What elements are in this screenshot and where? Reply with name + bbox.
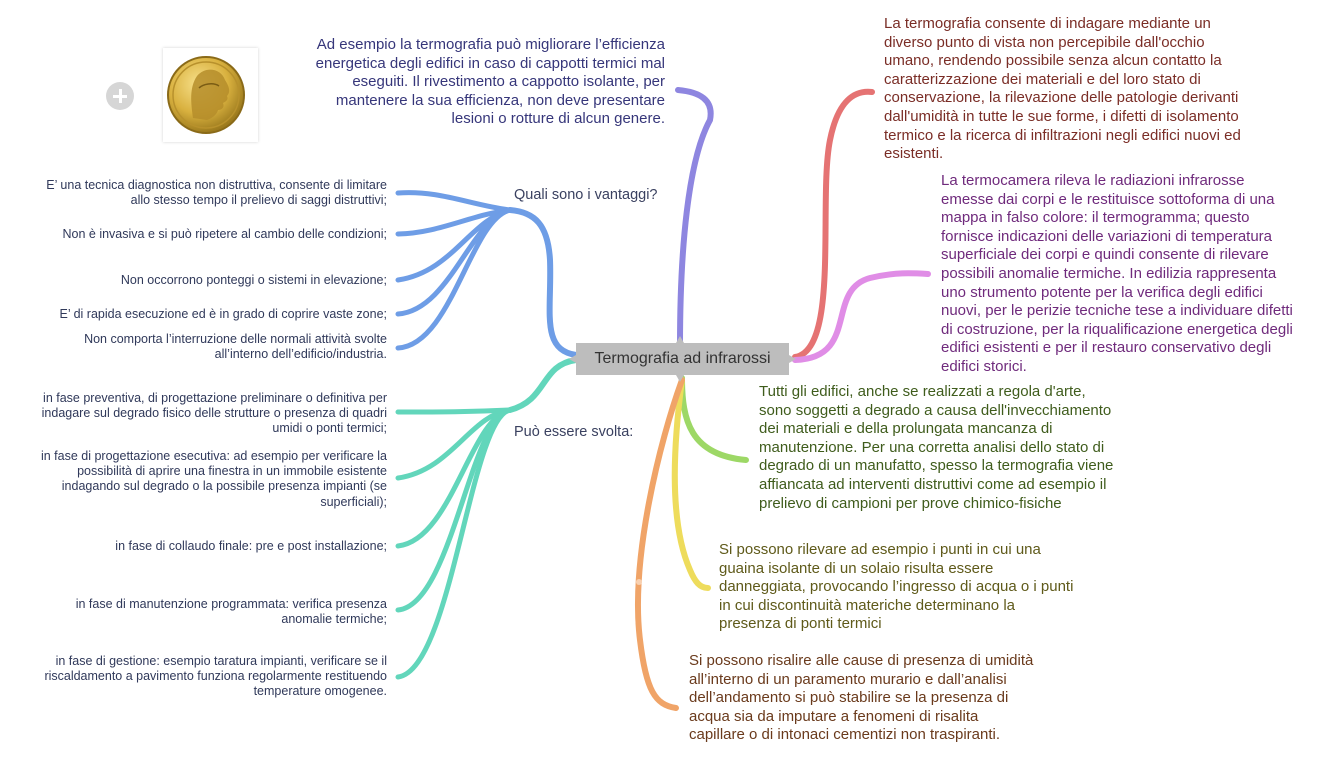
central-bottom-marker [676, 375, 684, 382]
node-yellow-text[interactable]: Si possono rilevare ad esempio i punti i… [719, 541, 1074, 633]
branch-purple [675, 87, 714, 348]
svolta-item-2[interactable]: in fase di progettazione esecutiva: ad e… [40, 449, 387, 509]
vantaggi-item-3[interactable]: Non occorrono ponteggi o sistemi in elev… [120, 273, 387, 287]
svolta-item-5[interactable]: in fase di gestione: esempio taratura im… [44, 654, 387, 699]
vantaggi-item-2[interactable]: Non è invasiva e si può ripetere al camb… [62, 227, 388, 241]
central-topic[interactable]: Termografia ad infrarossi [576, 343, 789, 375]
branch-teal [395, 357, 579, 680]
svolta-item-3[interactable]: in fase di collaudo finale: pre e post i… [115, 539, 387, 553]
svolta-item-4[interactable]: in fase di manutenzione programmata: ver… [75, 597, 387, 627]
node-green-text[interactable]: Tutti gli edifici, anche se realizzati a… [759, 383, 1114, 512]
branch-green [679, 375, 749, 463]
node-purple-text[interactable]: Ad esempio la termografia può migliorare… [315, 36, 665, 128]
branch-label-svolta[interactable]: Può essere svolta: [514, 424, 634, 440]
branch-red [792, 88, 875, 360]
branch-label-vantaggi[interactable]: Quali sono i vantaggi? [514, 187, 658, 203]
gold-coin-portrait-icon [167, 56, 245, 134]
node-orange-text[interactable]: Si possono risalire alle cause di presen… [689, 652, 1034, 744]
central-top-marker [676, 336, 684, 343]
plus-circle-icon[interactable] [106, 82, 134, 110]
central-left-marker [569, 355, 576, 363]
node-red-text[interactable]: La termografia consente di indagare medi… [884, 15, 1241, 163]
avatar-card[interactable] [163, 48, 258, 142]
branch-blue [395, 190, 579, 358]
svolta-item-1[interactable]: in fase preventiva, di progettazione pre… [41, 391, 387, 436]
orange-branch-dot [636, 579, 642, 585]
node-violet-text[interactable]: La termocamera rileva le radiazioni infr… [941, 172, 1293, 375]
vantaggi-item-5[interactable]: Non comporta l’interruzione delle normal… [84, 332, 387, 362]
vantaggi-item-4[interactable]: E’ di rapida esecuzione ed è in grado di… [59, 307, 387, 321]
branch-orange [635, 377, 685, 711]
central-right-marker [789, 355, 796, 363]
vantaggi-item-1[interactable]: E’ una tecnica diagnostica non distrutti… [46, 178, 387, 208]
branch-violet [792, 270, 931, 363]
branch-yellow [671, 377, 711, 591]
